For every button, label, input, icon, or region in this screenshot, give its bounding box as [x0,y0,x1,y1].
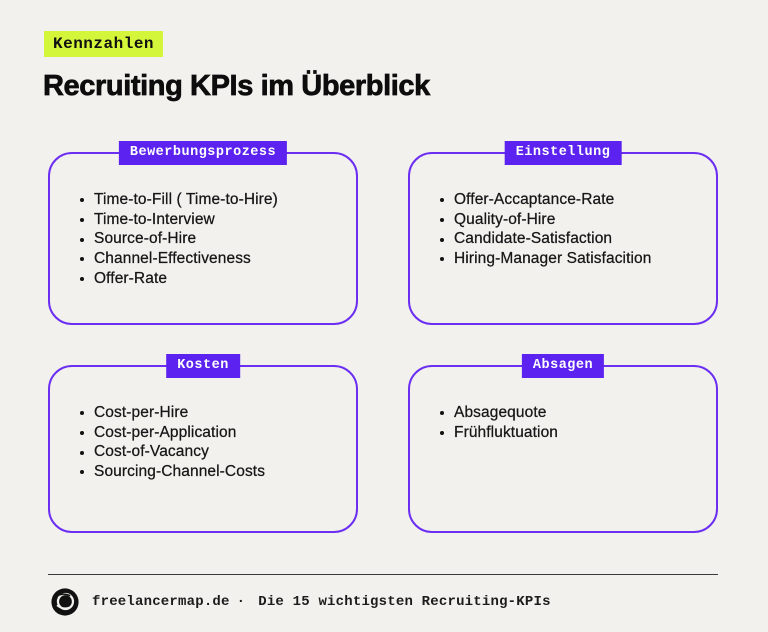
kpi-label: Hiring-Manager Satisfacition [454,250,652,268]
kpi-list: Time-to-Fill ( Time-to-Hire) Time-to-Inte… [50,154,356,289]
list-item: Channel-Effectiveness [80,249,346,269]
bullet-icon [440,198,444,203]
bullet-icon [440,237,444,242]
page-title: Recruiting KPIs im Überblick [43,70,431,103]
kpi-label: Channel-Effectiveness [94,250,251,268]
list-item: Hiring-Manager Satisfacition [440,249,706,269]
list-item: Offer-Accaptance-Rate [440,190,706,210]
bullet-icon [80,470,84,475]
card-tag: Einstellung [504,141,622,165]
kpi-label: Source-of-Hire [94,230,197,248]
freelancermap-logo-icon [51,588,79,616]
footer-separator: · [236,594,246,610]
list-item: Cost-per-Hire [80,403,346,423]
bullet-icon [80,450,84,455]
kpi-label: Cost-per-Application [94,423,237,441]
kpi-label: Offer-Rate [94,269,168,287]
list-item: Cost-of-Vacancy [80,442,346,462]
list-item: Absagequote [440,403,706,423]
kpi-label: Time-to-Fill ( Time-to-Hire) [94,191,278,208]
bullet-icon [80,431,84,436]
bullet-icon [80,257,84,262]
footer-site: freelancermap.de [92,594,230,610]
kpi-label: Absagequote [454,404,547,421]
bullet-icon [80,198,84,203]
list-item: Frühfluktuation [440,423,706,443]
list-item: Source-of-Hire [80,229,346,249]
footer-caption-row: freelancermap.de · Die 15 wichtigsten Recr… [92,594,551,610]
kicker-badge: Kennzahlen [44,31,164,57]
bullet-icon [80,237,84,242]
bullet-icon [80,277,84,282]
kpi-label: Quality-of-Hire [454,210,556,228]
list-item: Candidate-Satisfaction [440,229,706,249]
kpi-label: Time-to-Interview [94,210,215,228]
bullet-icon [440,257,444,262]
card-tag: Absagen [521,354,605,378]
footer-caption: Die 15 wichtigsten Recruiting-KPIs [258,594,551,610]
kpi-label: Offer-Accaptance-Rate [454,191,615,208]
kpi-label: Cost-per-Hire [94,404,189,421]
list-item: Cost-per-Application [80,423,346,443]
list-item: Offer-Rate [80,269,346,289]
bullet-icon [440,218,444,223]
bullet-icon [440,431,444,436]
list-item: Time-to-Interview [80,210,346,230]
card-bewerbungsprozess: Bewerbungsprozess Time-to-Fill ( Time-to… [48,141,358,325]
list-item: Time-to-Fill ( Time-to-Hire) [80,190,346,210]
card-tag: Kosten [166,354,240,378]
footer-divider [48,574,718,575]
kpi-label: Frühfluktuation [454,423,559,441]
bullet-icon [80,411,84,416]
kpi-label: Cost-of-Vacancy [94,443,209,461]
card-tag: Bewerbungsprozess [118,141,288,165]
list-item: Quality-of-Hire [440,210,706,230]
kpi-label: Sourcing-Channel-Costs [94,463,266,481]
kpi-label: Candidate-Satisfaction [454,230,613,248]
bullet-icon [80,218,84,223]
list-item: Sourcing-Channel-Costs [80,462,346,482]
bullet-icon [440,411,444,416]
